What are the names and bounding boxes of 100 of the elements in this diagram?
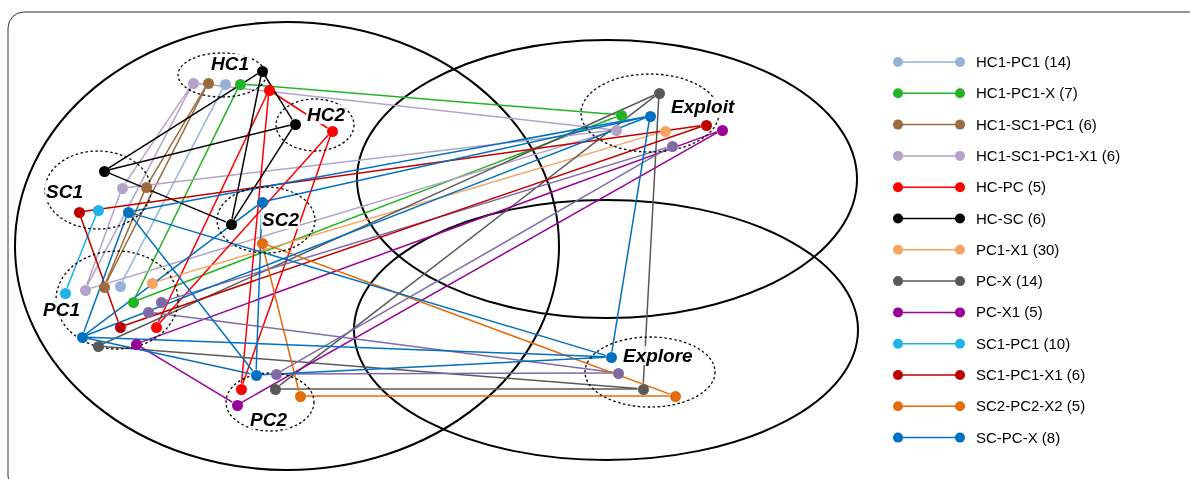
connector-line <box>266 116 646 202</box>
connector-line <box>105 191 145 283</box>
node-dot <box>219 78 231 90</box>
node-dot <box>76 331 88 343</box>
connector-line <box>642 97 660 385</box>
node-dot <box>256 196 268 208</box>
connector-line <box>148 86 206 184</box>
connector-line <box>156 131 661 283</box>
legend-label: HC-PC (5) <box>976 179 1046 195</box>
node-dot <box>202 77 214 89</box>
node-dot <box>116 182 128 194</box>
group-label: Exploit <box>670 97 736 116</box>
legend-label: HC1-PC1-X (7) <box>976 85 1078 101</box>
node-dot <box>605 351 617 363</box>
connector-line <box>260 356 607 376</box>
connector-line <box>165 146 668 302</box>
connector-line <box>152 311 614 374</box>
group-label: PC2 <box>249 410 288 429</box>
connector-line <box>280 147 668 373</box>
connector-line <box>86 117 646 336</box>
connector-line <box>158 134 330 324</box>
node-dot <box>644 110 656 122</box>
node-dot <box>92 340 104 352</box>
legend-label: PC1-X1 (30) <box>976 241 1060 257</box>
connector-line <box>278 95 656 387</box>
connector-line <box>107 73 259 169</box>
legend-label: SC1-PC1-X1 (6) <box>976 367 1086 382</box>
connector-line <box>242 135 331 385</box>
connector-line <box>108 124 291 171</box>
node-dot <box>146 277 158 289</box>
group-label: HC2 <box>306 105 346 124</box>
node-dot <box>122 206 134 218</box>
node-dot <box>234 78 246 90</box>
connector-line <box>132 116 646 212</box>
legend-label: SC-PC-X (8) <box>976 429 1061 445</box>
legend-label: SC2-PC2-X2 (5) <box>976 398 1086 414</box>
connector-line <box>255 206 263 371</box>
node-dot <box>231 399 243 411</box>
connector-line <box>264 74 293 121</box>
node-dot <box>92 204 104 216</box>
connector-line <box>134 88 239 298</box>
node-dot <box>610 124 622 136</box>
connector-line <box>279 388 639 390</box>
connector-line <box>80 216 119 323</box>
connector-line <box>197 82 612 131</box>
connector-line <box>137 116 617 301</box>
node-dot <box>659 125 671 137</box>
node-dot <box>59 287 71 299</box>
node-dot <box>150 321 162 333</box>
legend-label: SC1-PC1 (10) <box>976 335 1071 351</box>
connector-line <box>262 247 300 392</box>
group-ellipse <box>216 186 316 254</box>
connector-line <box>121 88 224 282</box>
group-label: HC1 <box>210 54 250 73</box>
node-dot <box>187 77 199 89</box>
node-dot <box>716 124 728 136</box>
node-dot <box>235 383 247 395</box>
connector-line <box>85 204 259 335</box>
connector-line <box>304 395 671 397</box>
connector-line <box>66 214 97 289</box>
connector-line <box>126 129 612 189</box>
legend-label: HC-SC (6) <box>976 210 1046 226</box>
connector-line <box>241 131 718 404</box>
connector-line <box>102 94 655 345</box>
connector-line <box>244 83 617 116</box>
connector-line <box>124 86 191 185</box>
connector-line <box>108 172 227 223</box>
node-dot <box>653 87 665 99</box>
node-dot <box>140 181 152 193</box>
legend-label: PC-X (14) <box>976 273 1043 289</box>
group-label: PC1 <box>42 300 81 319</box>
node-dot <box>700 119 712 131</box>
connector-line <box>266 244 671 395</box>
connector-line <box>157 94 268 323</box>
group-ellipse <box>275 98 355 152</box>
connector-line <box>83 216 127 333</box>
group-label: SC1 <box>45 182 84 201</box>
node-dot <box>98 165 110 177</box>
node-dot <box>225 218 237 230</box>
node-dot <box>326 125 338 137</box>
node-dot <box>114 280 126 292</box>
legend-label: HC1-PC1 (14) <box>976 54 1072 69</box>
node-dot <box>130 338 142 350</box>
connector-line <box>86 87 192 286</box>
connector-line <box>611 120 650 353</box>
node-dot <box>127 296 139 308</box>
connector-line <box>86 337 252 375</box>
node-dot <box>612 367 624 379</box>
connector-line <box>105 87 207 283</box>
node-dot <box>73 206 85 218</box>
node-dot <box>637 383 649 395</box>
group-ellipse <box>584 336 716 408</box>
connector-line <box>139 346 234 403</box>
connector-line <box>240 94 270 385</box>
legend-label: HC1-SC1-PC1 (6) <box>976 116 1097 132</box>
node-dot <box>256 65 268 77</box>
node-dot <box>666 140 678 152</box>
node-dot <box>142 306 154 318</box>
group-label: SC2 <box>261 210 300 229</box>
node-dot <box>289 118 301 130</box>
